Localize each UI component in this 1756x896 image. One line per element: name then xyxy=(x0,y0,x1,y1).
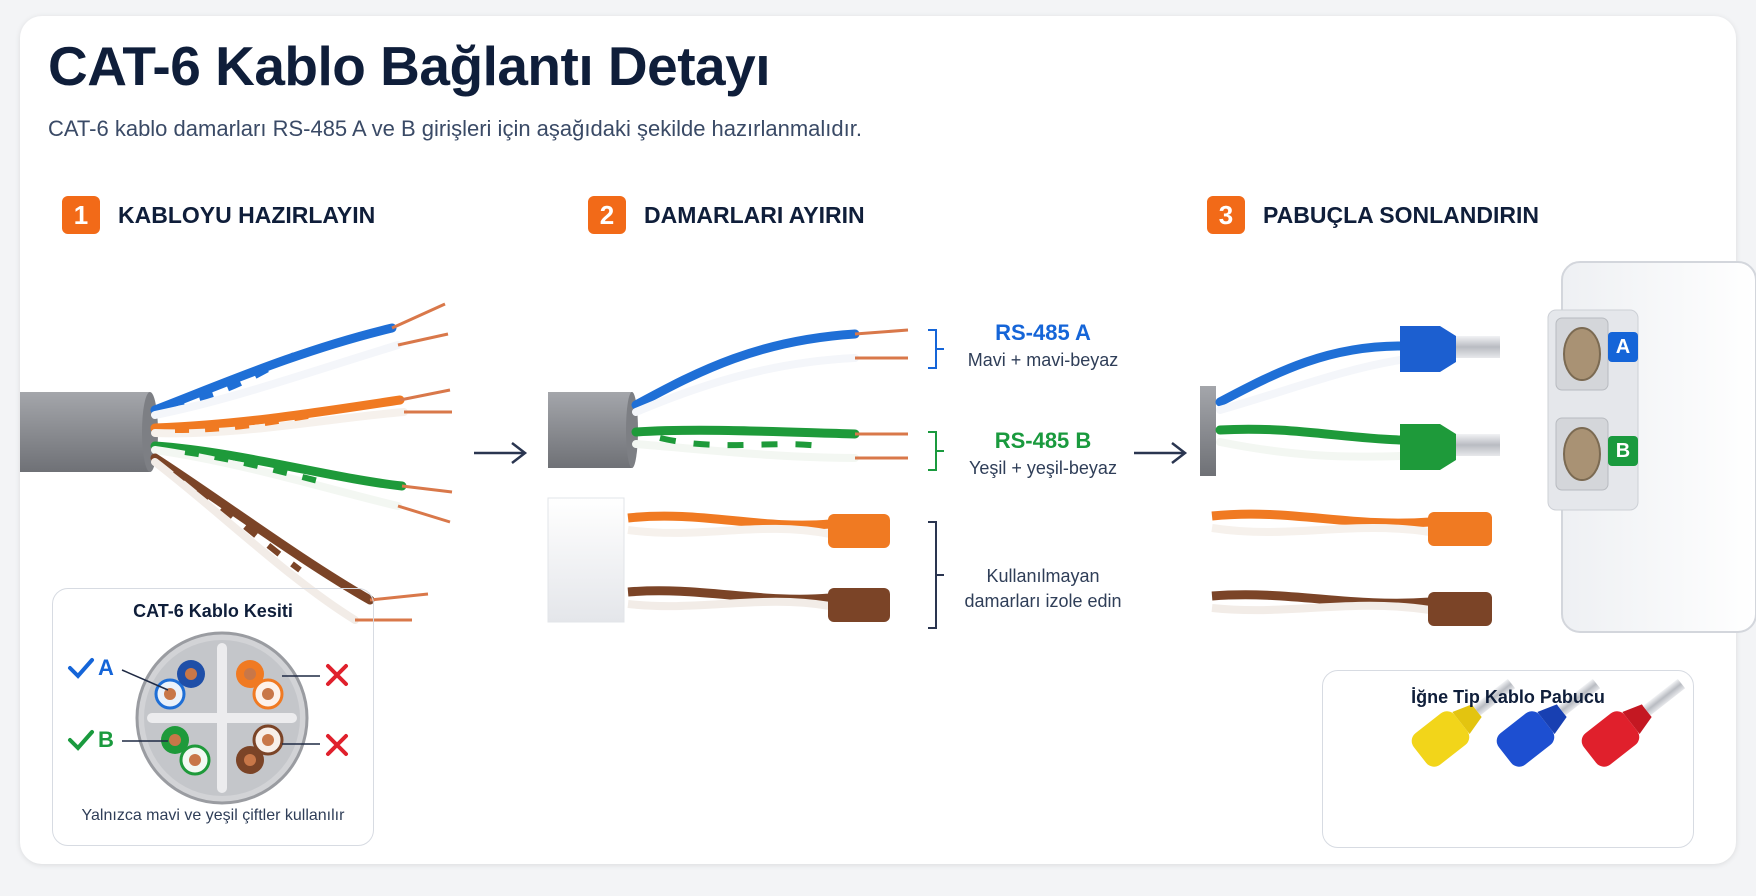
insulation-cap-brown xyxy=(828,588,890,622)
ferrule-red xyxy=(1581,711,1640,767)
check-icon xyxy=(68,658,94,679)
ferrule-green xyxy=(1400,424,1456,470)
step1-cable xyxy=(20,302,453,624)
cable-jacket-unused xyxy=(547,497,625,623)
step-2-heading: 2 DAMARLARI AYIRIN xyxy=(588,196,865,234)
step-1-label: KABLOYU HAZIRLAYIN xyxy=(118,201,376,228)
step-3-heading: 3 PABUÇLA SONLANDIRIN xyxy=(1207,196,1539,234)
ferrule-panel: İğne Tip Kablo Pabucu xyxy=(1322,670,1694,848)
bracket-a xyxy=(928,329,944,369)
annotation-rs485b: RS-485 B Yeşil + yeşil-beyaz xyxy=(958,428,1128,479)
cable-jacket xyxy=(548,392,632,468)
ferrule-panel-title: İğne Tip Kablo Pabucu xyxy=(1411,687,1605,707)
cross-section-title: CAT-6 Kablo Kesiti xyxy=(133,601,293,621)
insulation-cap-orange xyxy=(1428,512,1492,546)
cross-section-panel: CAT-6 Kablo Kesiti Yalnızca mavi ve yeşi… xyxy=(52,588,374,846)
step-1-number: 1 xyxy=(62,196,100,234)
step-3-number: 3 xyxy=(1207,196,1245,234)
cross-section-label-b: B xyxy=(98,727,114,752)
annotation-rs485a: RS-485 A Mavi + mavi-beyaz xyxy=(958,320,1128,371)
spline-separator xyxy=(147,643,297,793)
step-2-label: DAMARLARI AYIRIN xyxy=(644,201,865,228)
terminal-label-a: A xyxy=(1608,332,1638,362)
ferrule-blue-sample xyxy=(1496,711,1555,767)
insulation-cap-brown xyxy=(1428,592,1492,626)
flow-arrow-2 xyxy=(1134,442,1188,464)
rs485b-title: RS-485 B xyxy=(994,428,1092,453)
ferrule-samples xyxy=(1411,678,1686,767)
step-1-heading: 1 KABLOYU HAZIRLAYIN xyxy=(62,196,375,234)
step3-cable xyxy=(1200,326,1500,626)
annotation-unused: Kullanılmayan damarları izole edin xyxy=(948,566,1138,612)
cross-section-label-a: A xyxy=(98,655,114,680)
cross-section-caption: Yalnızca mavi ve yeşil çiftler kullanılı… xyxy=(81,807,345,824)
ferrule-yellow xyxy=(1411,711,1470,767)
unused-line2: damarları izole edin xyxy=(964,591,1122,611)
step2-cable xyxy=(547,328,909,623)
rs485b-subtitle: Yeşil + yeşil-beyaz xyxy=(969,458,1117,478)
terminal-screw-a xyxy=(1563,327,1601,381)
cross-section-drawing xyxy=(68,631,348,805)
cross-icon xyxy=(326,664,348,686)
bracket-unused xyxy=(928,521,944,629)
page-subtitle: CAT-6 kablo damarları RS-485 A ve B giri… xyxy=(48,116,862,141)
cross-icon xyxy=(326,734,348,756)
step-3-label: PABUÇLA SONLANDIRIN xyxy=(1263,201,1539,228)
rs485a-subtitle: Mavi + mavi-beyaz xyxy=(967,350,1119,370)
bracket-b xyxy=(928,431,944,471)
terminal-screw-b xyxy=(1563,427,1601,481)
ferrule-blue xyxy=(1400,326,1456,372)
check-icon xyxy=(68,730,94,751)
ferrule-pin-blue xyxy=(1456,336,1500,358)
unused-line1: Kullanılmayan xyxy=(986,566,1100,586)
terminal-label-b: B xyxy=(1608,436,1638,466)
flow-arrow-1 xyxy=(474,442,528,464)
step-2-number: 2 xyxy=(588,196,626,234)
ferrule-pin-green xyxy=(1456,434,1500,456)
insulation-cap-orange xyxy=(828,514,890,548)
cable-jacket xyxy=(20,392,150,472)
rs485a-title: RS-485 A xyxy=(995,320,1091,345)
page-title: CAT-6 Kablo Bağlantı Detayı xyxy=(48,35,771,97)
terminal-block xyxy=(1547,261,1756,633)
